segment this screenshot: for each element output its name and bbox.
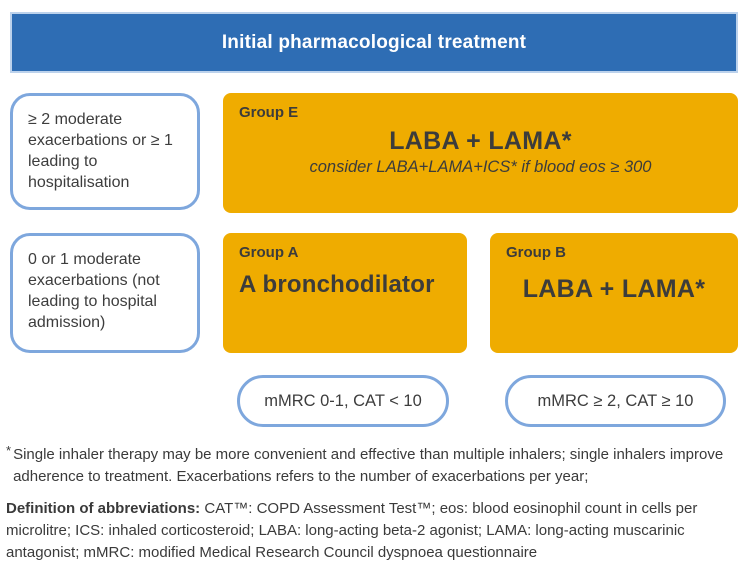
criteria-box-low-exacerbations: 0 or 1 moderate exacerbations (not leadi… (10, 233, 200, 353)
footnote-text: Single inhaler therapy may be more conve… (13, 446, 724, 485)
figure-header-bar: Initial pharmacological treatment (10, 12, 738, 73)
figure-title: Initial pharmacological treatment (221, 31, 527, 53)
group-b-treatment: LABA + LAMA* (522, 275, 706, 303)
criteria-low-text: 0 or 1 moderate exacerbations (not leadi… (28, 251, 160, 332)
assessment-pill-a-text: mMRC 0-1, CAT < 10 (264, 391, 422, 410)
assessment-pill-b-text: mMRC ≥ 2, CAT ≥ 10 (537, 391, 694, 410)
footnote-asterisk: * (6, 443, 12, 458)
abbreviation-definitions: Definition of abbreviations: CAT™: COPD … (6, 498, 746, 564)
group-e-box: Group E LABA + LAMA* consider LABA+LAMA+… (223, 93, 738, 213)
group-e-treatment: LABA + LAMA* (389, 127, 572, 155)
group-a-label: Group A (239, 244, 299, 261)
group-e-note: consider LABA+LAMA+ICS* if blood eos ≥ 3… (309, 158, 652, 176)
definitions-text: CAT™: COPD Assessment Test™; eos: blood … (6, 500, 698, 562)
group-b-label: Group B (506, 244, 566, 261)
group-b-box: Group B LABA + LAMA* (490, 233, 738, 353)
criteria-high-text: ≥ 2 moderate exacerbations or ≥ 1 leadin… (28, 111, 173, 192)
footnote: * Single inhaler therapy may be more con… (6, 443, 743, 488)
assessment-pill-group-b: mMRC ≥ 2, CAT ≥ 10 (505, 375, 726, 427)
group-e-label: Group E (239, 104, 299, 121)
definitions-label: Definition of abbreviations: (6, 500, 201, 517)
criteria-box-high-exacerbations: ≥ 2 moderate exacerbations or ≥ 1 leadin… (10, 93, 200, 210)
group-a-treatment: A bronchodilator (239, 271, 435, 298)
group-a-box: Group A A bronchodilator (223, 233, 467, 353)
assessment-pill-group-a: mMRC 0-1, CAT < 10 (237, 375, 449, 427)
